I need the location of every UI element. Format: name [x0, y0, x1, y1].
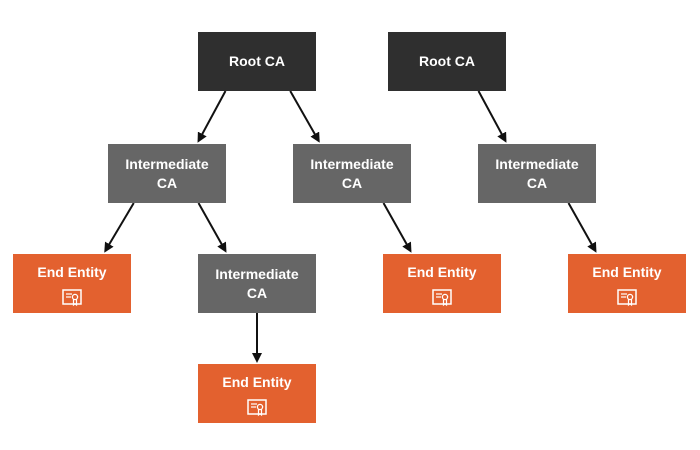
- certificate-icon: [62, 289, 82, 307]
- root-ca-node: Root CA: [198, 32, 316, 91]
- node-label: Intermediate CA: [125, 155, 209, 191]
- end-entity-node: End Entity: [13, 254, 131, 313]
- intermediate-ca-node: Intermediate CA: [478, 144, 596, 203]
- edge-arrow-intermediate_2-to-end_2: [382, 202, 412, 253]
- node-label: End Entity: [407, 264, 477, 280]
- node-label: End Entity: [37, 264, 107, 280]
- edge-arrow-root_2-to-intermediate_3: [477, 90, 507, 143]
- node-label: End Entity: [222, 374, 292, 390]
- node-label: End Entity: [592, 264, 662, 280]
- certificate-icon: [432, 289, 452, 307]
- certificate-icon: [617, 289, 637, 307]
- node-label: Root CA: [419, 53, 475, 69]
- intermediate-ca-node: Intermediate CA: [198, 254, 316, 313]
- node-label: Intermediate CA: [310, 155, 394, 191]
- root-ca-node: Root CA: [388, 32, 506, 91]
- node-label: Intermediate CA: [215, 265, 299, 301]
- end-entity-node: End Entity: [383, 254, 501, 313]
- edge-arrow-root_1-to-intermediate_2: [289, 90, 320, 143]
- intermediate-ca-node: Intermediate CA: [108, 144, 226, 203]
- edge-arrow-intermediate_3-to-end_3: [567, 202, 597, 253]
- certificate-icon: [247, 399, 267, 417]
- intermediate-ca-node: Intermediate CA: [293, 144, 411, 203]
- edge-arrow-intermediate_1-to-end_1: [104, 202, 135, 253]
- edge-arrow-root_1-to-intermediate_1: [197, 90, 227, 143]
- node-label: Root CA: [229, 53, 285, 69]
- node-label: Intermediate CA: [495, 155, 579, 191]
- end-entity-node: End Entity: [198, 364, 316, 423]
- end-entity-node: End Entity: [568, 254, 686, 313]
- edge-arrow-intermediate_1-to-intermediate_4: [197, 202, 227, 253]
